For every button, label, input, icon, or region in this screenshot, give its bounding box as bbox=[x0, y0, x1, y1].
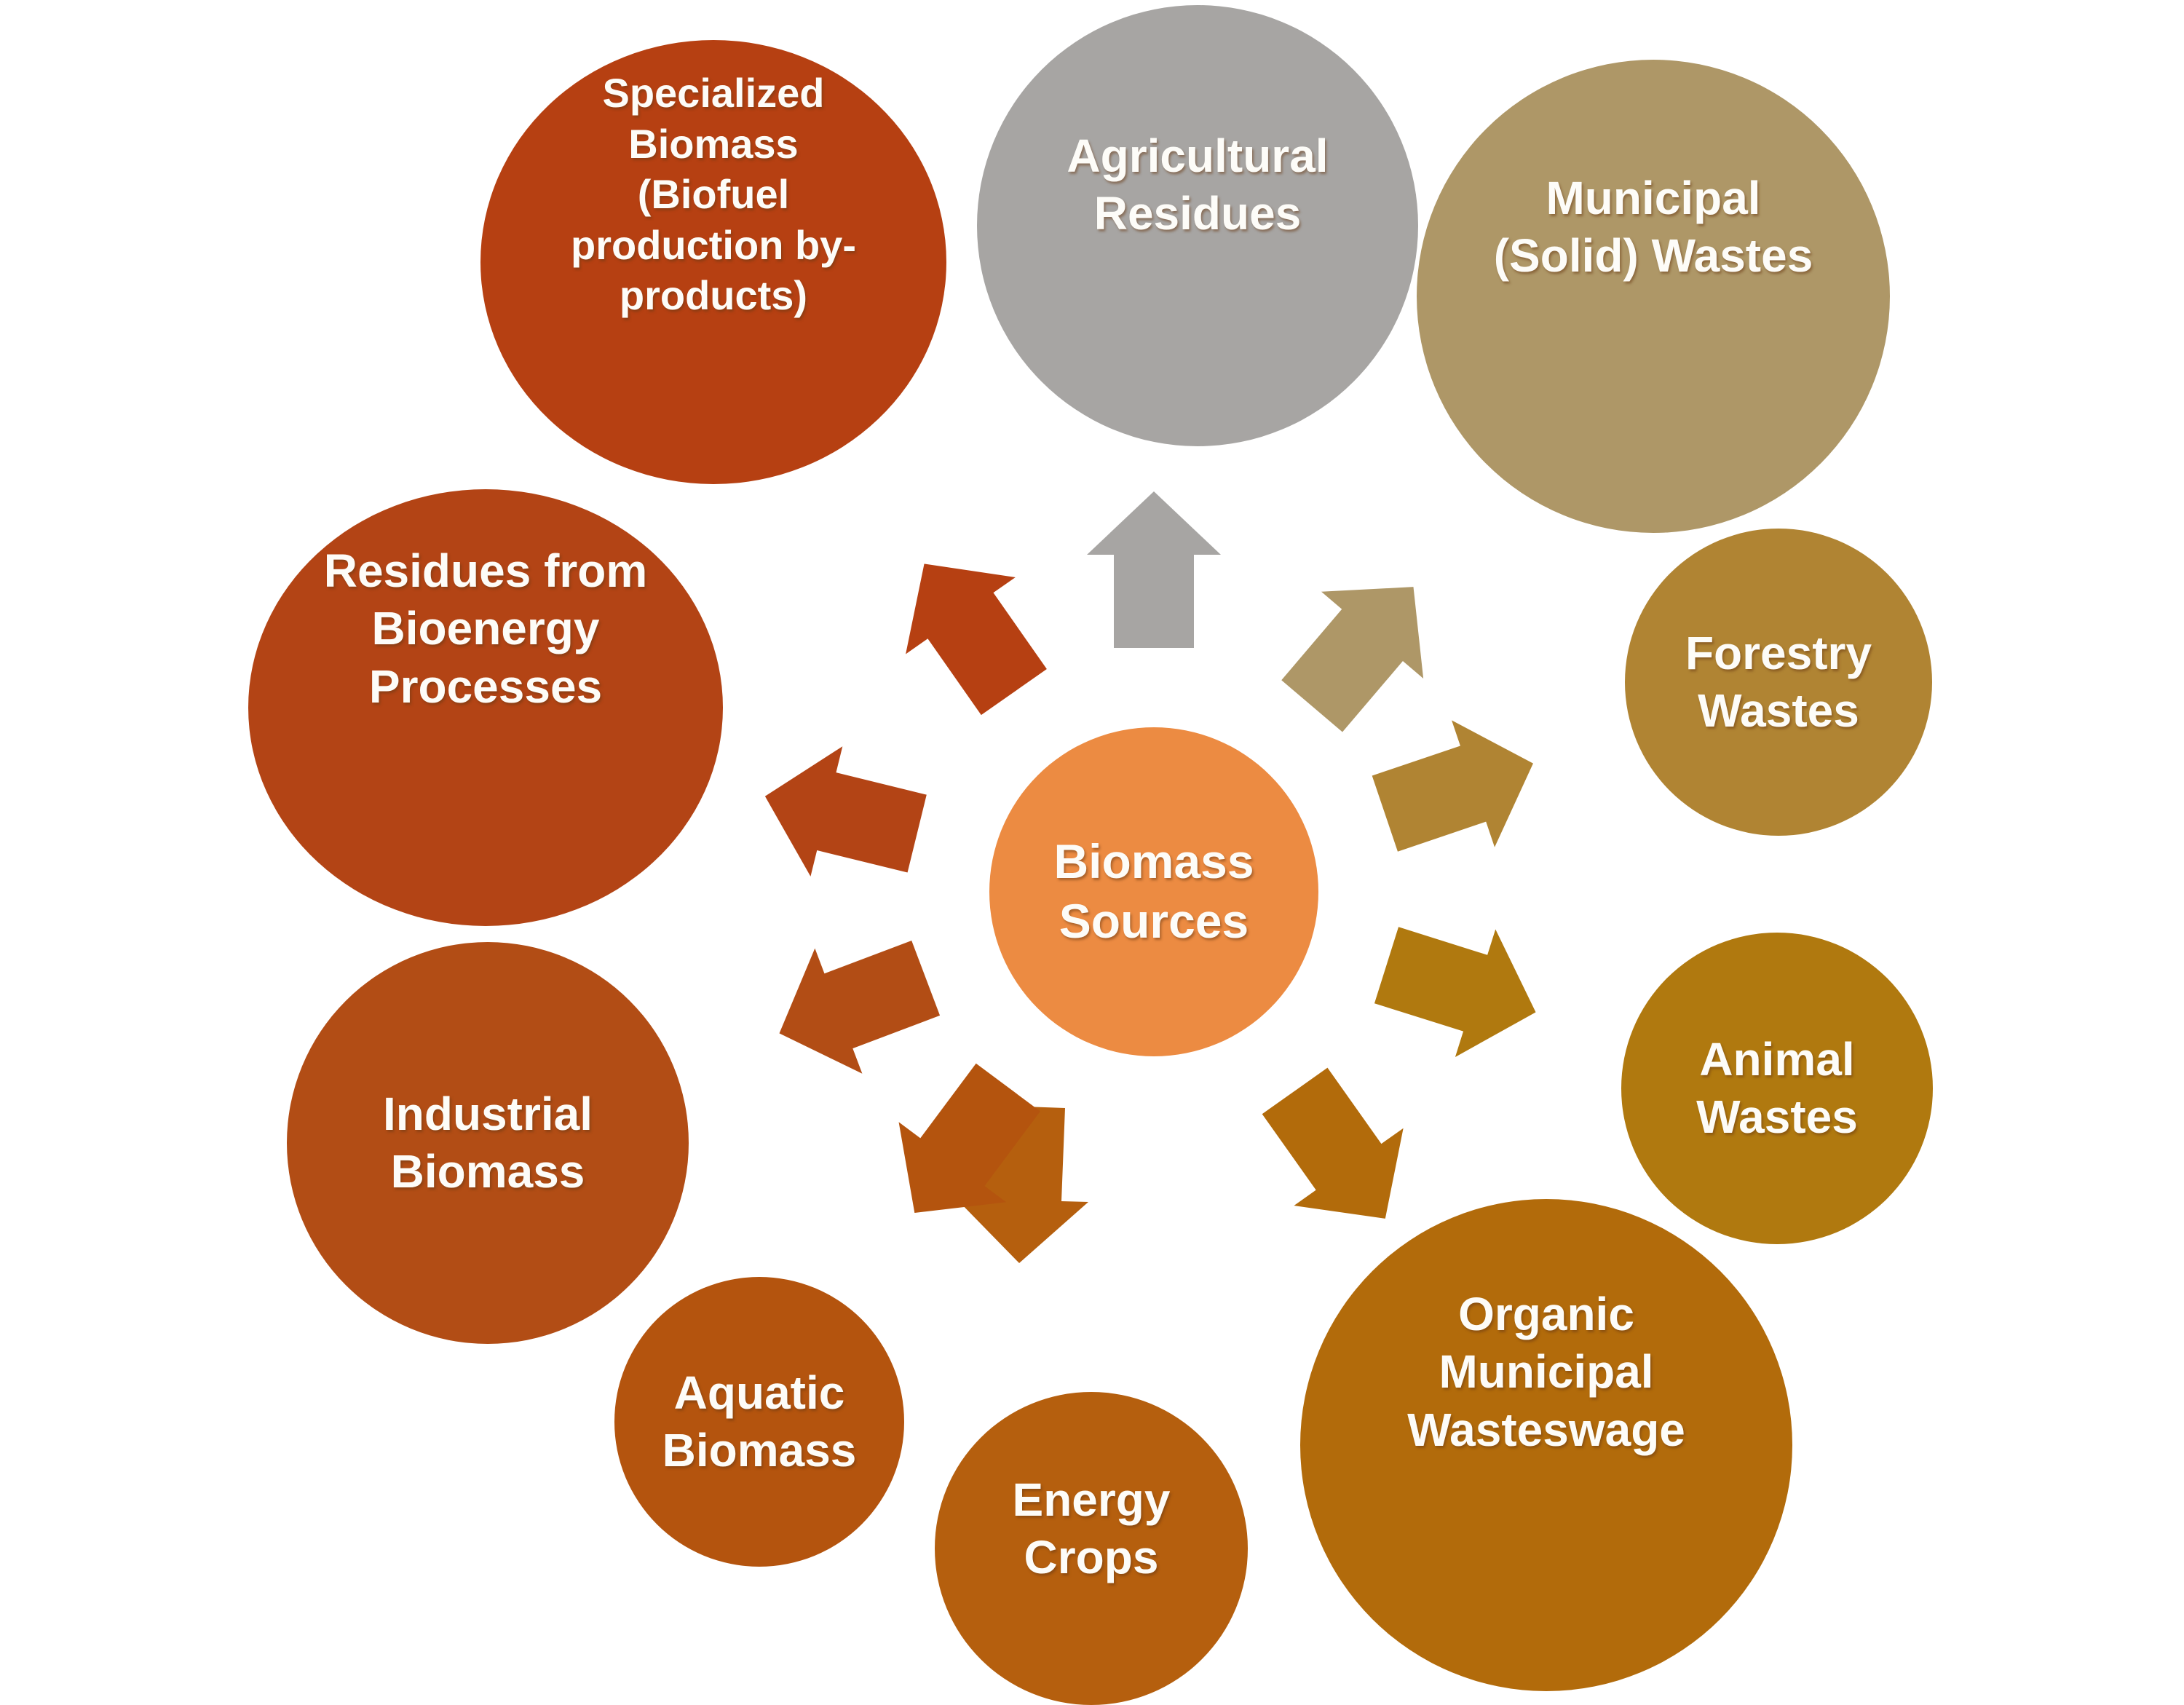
node-aquatic-biomass-label: Aquatic Biomass bbox=[662, 1366, 857, 1476]
node-industrial-biomass-label: Industrial Biomass bbox=[382, 1087, 593, 1198]
node-forestry-wastes-label: Forestry Wastes bbox=[1685, 626, 1872, 737]
node-municipal-solid-wastes: Municipal (Solid) Wastes bbox=[1417, 60, 1890, 533]
node-organic-municipal-wasteswage-label: Organic Municipal Wasteswage bbox=[1407, 1287, 1685, 1456]
node-specialized-biomass-label: Specialized Biomass (Biofuel production … bbox=[571, 70, 856, 319]
node-municipal-solid-wastes-label: Municipal (Solid) Wastes bbox=[1493, 171, 1813, 282]
node-energy-crops: Energy Crops bbox=[935, 1392, 1248, 1705]
arrow-aquatic-biomass bbox=[898, 1063, 1040, 1213]
node-forestry-wastes: Forestry Wastes bbox=[1625, 529, 1932, 836]
arrow-animal-wastes bbox=[1374, 927, 1536, 1057]
node-agricultural-residues: Agricultural Residues bbox=[977, 5, 1418, 446]
node-animal-wastes: Animal Wastes bbox=[1621, 933, 1933, 1244]
arrow-agricultural-residues bbox=[1087, 491, 1221, 648]
node-biomass-sources-center: Biomass Sources bbox=[989, 727, 1318, 1056]
node-biomass-sources-center-label: Biomass Sources bbox=[1053, 834, 1254, 948]
node-aquatic-biomass: Aquatic Biomass bbox=[614, 1277, 904, 1567]
arrow-forestry-wastes bbox=[1372, 720, 1533, 852]
arrow-specialized-biomass bbox=[906, 563, 1047, 716]
node-residues-from-bioenergy-label: Residues from Bioenergy Processes bbox=[323, 544, 648, 713]
arrow-municipal-solid-wastes bbox=[1281, 587, 1424, 732]
node-energy-crops-label: Energy Crops bbox=[1012, 1473, 1171, 1583]
node-organic-municipal-wasteswage: Organic Municipal Wasteswage bbox=[1300, 1199, 1792, 1691]
node-specialized-biomass: Specialized Biomass (Biofuel production … bbox=[480, 40, 946, 484]
node-industrial-biomass: Industrial Biomass bbox=[287, 942, 689, 1344]
node-agricultural-residues-label: Agricultural Residues bbox=[1067, 129, 1329, 240]
arrow-residues-from-bioenergy bbox=[764, 746, 927, 877]
arrow-industrial-biomass bbox=[779, 940, 941, 1074]
node-animal-wastes-label: Animal Wastes bbox=[1696, 1032, 1858, 1143]
arrow-organic-municipal-wasteswage bbox=[1262, 1067, 1404, 1219]
node-residues-from-bioenergy: Residues from Bioenergy Processes bbox=[248, 489, 723, 926]
